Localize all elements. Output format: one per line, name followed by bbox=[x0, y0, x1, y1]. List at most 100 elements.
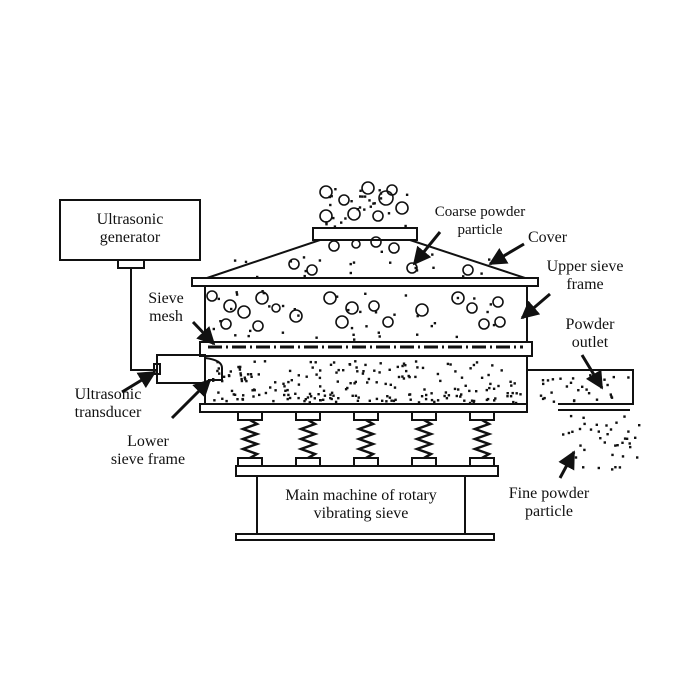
fine-particle bbox=[433, 322, 437, 325]
transducer-horn bbox=[204, 357, 223, 381]
fine-particle bbox=[353, 338, 356, 341]
fine-particle bbox=[308, 392, 312, 396]
coarse-particle bbox=[395, 201, 409, 215]
coarse-particle bbox=[306, 264, 318, 276]
fine-particle bbox=[350, 200, 353, 203]
fine-particle bbox=[610, 395, 613, 398]
fine-particle bbox=[359, 195, 362, 198]
fine-particle bbox=[402, 362, 406, 365]
fine-particle bbox=[322, 398, 325, 401]
fine-particle bbox=[329, 396, 332, 400]
fine-particle bbox=[363, 195, 367, 198]
fine-particle bbox=[432, 266, 435, 269]
fine-particle bbox=[572, 399, 576, 403]
fine-particle bbox=[364, 363, 367, 367]
fine-particle bbox=[344, 388, 348, 391]
fine-particle bbox=[397, 375, 401, 379]
fine-particle bbox=[378, 189, 381, 192]
sieve-mesh-label-line1: Sieve bbox=[148, 290, 184, 307]
fine-particle bbox=[354, 360, 357, 363]
fine-particle bbox=[217, 367, 220, 370]
fine-particle bbox=[258, 393, 261, 397]
fine-particle bbox=[579, 444, 582, 447]
fine-particle bbox=[493, 399, 496, 402]
fine-particle bbox=[404, 364, 407, 367]
fine-particle bbox=[230, 389, 234, 393]
fine-particle bbox=[569, 381, 573, 384]
fine-particle bbox=[621, 441, 624, 444]
fine-particle bbox=[269, 386, 272, 389]
fine-particle bbox=[309, 360, 312, 364]
coarse-particle bbox=[328, 240, 340, 252]
fine-particle bbox=[289, 260, 293, 263]
fine-particle bbox=[384, 382, 387, 386]
fine-particle bbox=[552, 400, 556, 403]
arrow-lower-frame bbox=[170, 378, 212, 420]
arrow-transducer bbox=[121, 370, 157, 394]
fine-particle bbox=[366, 381, 369, 384]
fine-particle bbox=[365, 325, 368, 328]
fine-particle bbox=[350, 326, 354, 330]
fine-particle bbox=[404, 224, 407, 228]
fine-particle bbox=[252, 388, 256, 391]
fine-particle bbox=[597, 430, 600, 433]
coarse-particle bbox=[347, 207, 361, 221]
generator-connector bbox=[117, 259, 145, 269]
spring-base bbox=[235, 465, 499, 477]
fine-particle bbox=[286, 397, 289, 401]
fine-particle bbox=[634, 436, 637, 439]
fine-particle bbox=[329, 393, 332, 396]
transducer-tip bbox=[153, 363, 161, 375]
fine-particle bbox=[587, 392, 591, 395]
fine-particle bbox=[305, 375, 308, 378]
coarse-particle bbox=[220, 318, 232, 330]
fine-particle bbox=[623, 415, 626, 418]
fine-particle bbox=[239, 374, 243, 377]
fine-particle bbox=[253, 360, 256, 363]
fine-particle bbox=[514, 401, 518, 405]
fine-particle bbox=[287, 393, 290, 397]
cover-rim bbox=[191, 277, 539, 287]
fine-particle bbox=[585, 388, 588, 391]
fine-particle bbox=[629, 445, 632, 449]
mesh-band bbox=[199, 341, 533, 357]
arrow-outlet bbox=[580, 354, 604, 390]
fine-particle bbox=[212, 378, 215, 381]
coarse-particle bbox=[237, 305, 251, 319]
lower-frame-label-line2: sieve frame bbox=[110, 451, 186, 468]
fine-particle bbox=[315, 336, 318, 339]
fine-particle bbox=[236, 398, 239, 401]
fine-particle bbox=[393, 313, 396, 316]
fine-particle bbox=[297, 314, 300, 317]
fine-particle bbox=[492, 323, 496, 327]
fine-particle bbox=[233, 393, 237, 396]
fine-particle bbox=[306, 396, 310, 399]
spring-coil bbox=[297, 418, 319, 460]
fine-particle bbox=[217, 391, 220, 394]
fine-particle bbox=[250, 375, 253, 378]
fine-particle bbox=[337, 397, 340, 400]
fine-particle bbox=[447, 394, 451, 397]
fine-particle bbox=[539, 394, 543, 397]
coarse-particle bbox=[289, 309, 303, 323]
fine-particle bbox=[332, 361, 336, 364]
fine-particle bbox=[304, 269, 307, 273]
generator-cable bbox=[130, 268, 157, 371]
fine-particle bbox=[488, 386, 491, 390]
fine-particle bbox=[243, 376, 246, 379]
fine-particle bbox=[374, 311, 378, 314]
fine-particle bbox=[603, 441, 606, 444]
coarse-particle bbox=[372, 210, 384, 222]
fine-particle bbox=[472, 363, 476, 367]
fine-particle bbox=[240, 377, 243, 381]
fine-particle bbox=[212, 327, 215, 331]
fine-particle bbox=[510, 384, 513, 387]
fine-particle bbox=[417, 401, 421, 404]
fine-particle bbox=[388, 368, 391, 371]
fine-particle bbox=[319, 399, 322, 402]
fine-particle bbox=[361, 195, 364, 198]
transducer-body bbox=[156, 354, 206, 384]
base-plate bbox=[199, 403, 528, 413]
fine-particle bbox=[251, 389, 254, 392]
fine-particle bbox=[582, 416, 585, 419]
